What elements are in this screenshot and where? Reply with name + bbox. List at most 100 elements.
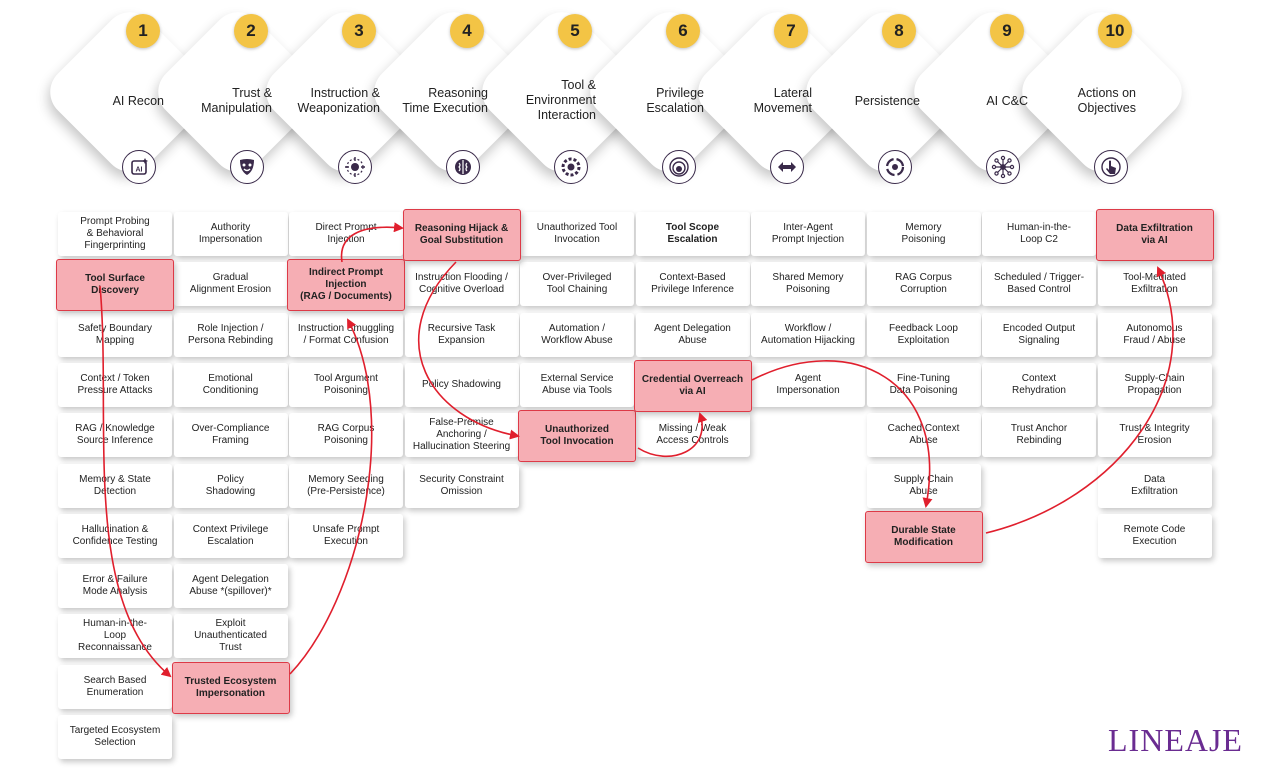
technique-card: Safety Boundary Mapping bbox=[58, 312, 172, 357]
technique-card: Over-Privileged Tool Chaining bbox=[520, 262, 634, 307]
stage-number-badge: 5 bbox=[558, 14, 592, 48]
network-hub-icon bbox=[986, 150, 1020, 184]
technique-card: Policy Shadowing bbox=[173, 463, 288, 508]
technique-card: Memory Poisoning bbox=[866, 212, 981, 256]
technique-card: Autonomous Fraud / Abuse bbox=[1097, 312, 1212, 357]
technique-card: Tool Argument Poisoning bbox=[289, 362, 403, 407]
technique-card: Missing / Weak Access Controls bbox=[635, 413, 750, 458]
stage-name: Actions on Objectives bbox=[1077, 86, 1136, 115]
technique-card: Targeted Ecosystem Selection bbox=[58, 715, 172, 759]
pointer-click-icon bbox=[1094, 150, 1128, 184]
stage-name: Reasoning Time Execution bbox=[402, 86, 488, 115]
technique-card: Memory & State Detection bbox=[58, 463, 172, 508]
technique-card: Tool-Mediated Exfiltration bbox=[1097, 262, 1212, 307]
technique-card: Workflow / Automation Hijacking bbox=[751, 312, 865, 357]
technique-card: RAG / Knowledge Source Inference bbox=[58, 413, 172, 458]
technique-card: Unauthorized Tool Invocation bbox=[520, 212, 634, 256]
stage-number-badge: 10 bbox=[1098, 14, 1132, 48]
technique-card: Context Privilege Escalation bbox=[173, 513, 288, 558]
technique-card: Instruction Smuggling / Format Confusion bbox=[289, 312, 403, 357]
technique-card: Prompt Probing & Behavioral Fingerprinti… bbox=[58, 212, 172, 256]
attack-path-technique-card: Reasoning Hijack & Goal Substitution bbox=[402, 209, 521, 261]
technique-card: Over-Compliance Framing bbox=[173, 413, 288, 458]
ai-chip-icon: AI bbox=[122, 150, 156, 184]
stage-number-badge: 1 bbox=[126, 14, 160, 48]
technique-card: Exploit Unauthenticated Trust bbox=[173, 614, 288, 659]
stage-name: Trust & Manipulation bbox=[201, 86, 272, 115]
technique-card: Tool Scope Escalation bbox=[635, 212, 750, 256]
technique-card: Supply Chain Abuse bbox=[866, 463, 981, 508]
technique-card: Shared Memory Poisoning bbox=[751, 262, 865, 307]
attack-path-technique-card: Durable State Modification bbox=[864, 510, 983, 563]
stage-number-badge: 3 bbox=[342, 14, 376, 48]
technique-card: Remote Code Execution bbox=[1097, 513, 1212, 558]
attack-path-technique-card: Tool Surface Discovery bbox=[56, 259, 174, 312]
technique-card: Human-in-the- Loop Reconnaissance bbox=[58, 614, 172, 659]
stage-number-badge: 9 bbox=[990, 14, 1024, 48]
technique-card: Emotional Conditioning bbox=[173, 362, 288, 407]
technique-card: Agent Impersonation bbox=[751, 362, 865, 407]
attack-path-technique-card: Unauthorized Tool Invocation bbox=[518, 410, 636, 463]
double-arrow-icon bbox=[770, 150, 804, 184]
technique-card: Policy Shadowing bbox=[404, 362, 519, 407]
attack-path-technique-card: Data Exfiltration via AI bbox=[1095, 209, 1214, 261]
stage-number-badge: 2 bbox=[234, 14, 268, 48]
technique-card: Cached Context Abuse bbox=[866, 413, 981, 458]
stage-name: Lateral Movement bbox=[753, 86, 812, 115]
technique-card: Context Rehydration bbox=[982, 362, 1096, 407]
technique-card: Role Injection / Persona Rebinding bbox=[173, 312, 288, 357]
technique-card: RAG Corpus Poisoning bbox=[289, 413, 403, 458]
stage-number-badge: 7 bbox=[774, 14, 808, 48]
technique-card: Data Exfiltration bbox=[1097, 463, 1212, 508]
technique-card: Human-in-the- Loop C2 bbox=[982, 212, 1096, 256]
technique-card: Scheduled / Trigger- Based Control bbox=[982, 262, 1096, 307]
attack-path-technique-card: Trusted Ecosystem Impersonation bbox=[171, 661, 290, 714]
theater-mask-icon bbox=[230, 150, 264, 184]
technique-card: Security Constraint Omission bbox=[404, 463, 519, 508]
technique-card: Agent Delegation Abuse bbox=[635, 312, 750, 357]
technique-card: Feedback Loop Exploitation bbox=[866, 312, 981, 357]
attack-path-technique-card: Credential Overreach via AI bbox=[633, 359, 752, 412]
stage-name: Tool & Environment Interaction bbox=[525, 78, 596, 122]
technique-card: False-Premise Anchoring / Hallucination … bbox=[404, 413, 519, 458]
stage-name: Privilege Escalation bbox=[646, 86, 704, 115]
brain-icon bbox=[446, 150, 480, 184]
stage-name: Instruction & Weaponization bbox=[297, 86, 380, 115]
bug-icon bbox=[338, 150, 372, 184]
technique-card: Trust & Integrity Erosion bbox=[1097, 413, 1212, 458]
technique-card: Context-Based Privilege Inference bbox=[635, 262, 750, 307]
technique-card: Hallucination & Confidence Testing bbox=[58, 513, 172, 558]
technique-card: Search Based Enumeration bbox=[58, 664, 172, 709]
stage-9: 9 AI C&C bbox=[903, 0, 1085, 200]
svg-text:AI: AI bbox=[136, 167, 143, 174]
cycle-icon bbox=[878, 150, 912, 184]
stage-number-badge: 6 bbox=[666, 14, 700, 48]
gear-icon bbox=[554, 150, 588, 184]
technique-card: Unsafe Prompt Execution bbox=[289, 513, 403, 558]
technique-card: Authority Impersonation bbox=[173, 212, 288, 256]
technique-card: External Service Abuse via Tools bbox=[520, 362, 634, 407]
concentric-rings-icon bbox=[662, 150, 696, 184]
stage-name: AI C&C bbox=[986, 94, 1028, 108]
technique-card: Agent Delegation Abuse *(spillover)* bbox=[173, 564, 288, 609]
technique-card: Memory Seeding (Pre-Persistence) bbox=[289, 463, 403, 508]
technique-card: Trust Anchor Rebinding bbox=[982, 413, 1096, 458]
technique-card: Automation / Workflow Abuse bbox=[520, 312, 634, 357]
technique-card: Inter-Agent Prompt Injection bbox=[751, 212, 865, 256]
stage-name: AI Recon bbox=[112, 94, 164, 108]
logo-text: LINEAJE bbox=[1108, 721, 1243, 758]
lineaje-logo: LINEAJE bbox=[1104, 716, 1242, 764]
stage-name: Persistence bbox=[854, 94, 920, 108]
technique-card: Supply-Chain Propagation bbox=[1097, 362, 1212, 407]
technique-card: Recursive Task Expansion bbox=[404, 312, 519, 357]
